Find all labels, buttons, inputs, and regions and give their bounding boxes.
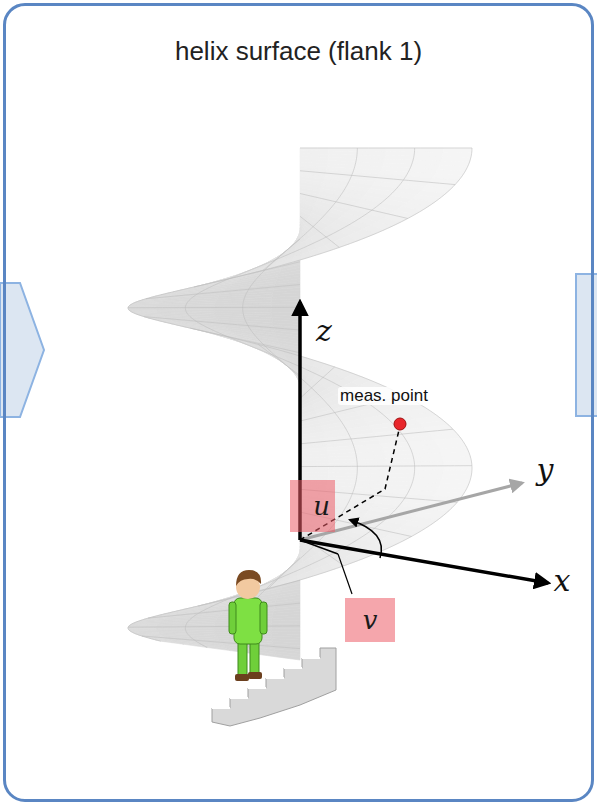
parameter-symbol: v — [363, 607, 378, 633]
surface-patch — [357, 148, 386, 152]
parameter-symbol: u — [313, 493, 330, 519]
surface-mesh-line — [300, 216, 339, 247]
surface-mesh-line — [300, 194, 408, 219]
panel-title: helix surface (flank 1) — [6, 36, 591, 67]
surface-patch — [128, 629, 157, 631]
surface-patch — [443, 470, 472, 475]
surface-mesh-line — [148, 603, 300, 618]
surface-mesh-line — [300, 148, 472, 149]
surface-mesh-line — [144, 317, 300, 330]
person-on-stairs — [212, 570, 336, 726]
surface-mesh-line — [128, 626, 300, 627]
surface-patch — [415, 466, 444, 470]
surface-mesh-line — [142, 636, 300, 649]
axis-label: y — [535, 453, 556, 486]
panel-box: helix surface (flank 1) u v — [3, 3, 594, 802]
surface-patch — [329, 463, 358, 467]
surface-mesh-line — [128, 307, 300, 308]
surface-mesh-line — [300, 429, 453, 444]
surface-mesh-line — [128, 148, 472, 641]
surface-mesh-line — [300, 465, 472, 467]
coordinate-axes — [300, 302, 548, 594]
surface-mesh-line — [258, 345, 300, 376]
axis-label: z — [314, 314, 334, 347]
surface-patch — [357, 462, 386, 466]
surface-patch — [443, 461, 472, 466]
surface-patch — [271, 629, 300, 632]
surface-patch — [443, 148, 472, 153]
flow-chevron — [0, 283, 44, 417]
axis-label: x — [552, 564, 573, 597]
helicoid-surface — [128, 148, 472, 660]
surface-patch — [442, 456, 472, 461]
point-label: meas. point — [338, 387, 430, 406]
surface-patch — [386, 148, 415, 152]
parameter-box: v — [345, 598, 395, 642]
surface-patch — [415, 148, 444, 152]
surface-patch — [443, 466, 472, 471]
surface-patch — [414, 462, 443, 467]
surface-patch — [386, 462, 415, 466]
surface-patch — [414, 457, 443, 462]
surface-patch — [414, 470, 443, 475]
surface-patch — [329, 466, 358, 469]
parameter-box: u — [290, 480, 335, 532]
surface-mesh-line — [300, 171, 455, 185]
surface-mesh-line — [146, 285, 300, 299]
surface-patch — [357, 466, 386, 470]
